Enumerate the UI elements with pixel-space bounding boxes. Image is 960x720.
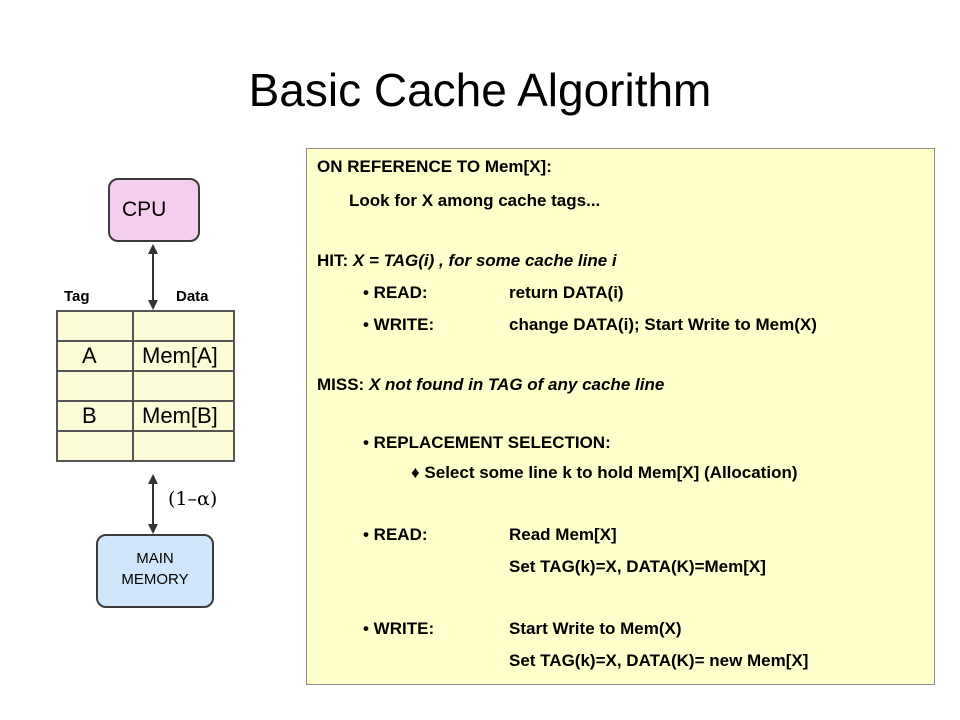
- slide-title: Basic Cache Algorithm: [248, 64, 712, 116]
- cache-data-cell: [132, 370, 235, 402]
- replacement-line: • REPLACEMENT SELECTION:: [363, 433, 611, 452]
- cache-row: B Mem[B]: [56, 400, 235, 432]
- cache-data-cell: [132, 430, 235, 462]
- miss-prefix: MISS:: [317, 375, 365, 394]
- hit-read-action: return DATA(i): [509, 283, 624, 302]
- miss-write-action2: Set TAG(k)=X, DATA(K)= new Mem[X]: [509, 651, 809, 670]
- miss-read-action1: Read Mem[X]: [509, 525, 617, 544]
- cpu-label: CPU: [122, 198, 167, 221]
- cache-tag-cell: [56, 310, 134, 342]
- hit-write-action: change DATA(i); Start Write to Mem(X): [509, 315, 817, 334]
- main-memory-box: MAIN MEMORY: [96, 534, 214, 608]
- miss-write-label: • WRITE:: [363, 619, 435, 638]
- cache-tag-cell: B: [56, 400, 134, 432]
- hit-read-label: • READ:: [363, 283, 428, 302]
- miss-read-action2: Set TAG(k)=X, DATA(K)=Mem[X]: [509, 557, 766, 576]
- cache-row: [56, 310, 235, 342]
- cache-data-cell: [132, 310, 235, 342]
- cache-row: A Mem[A]: [56, 340, 235, 372]
- main-memory-label-line2: MEMORY: [121, 571, 189, 588]
- tag-column-header: Tag: [64, 288, 90, 305]
- cache-tag-cell: [56, 430, 134, 462]
- cache-tag-cell: [56, 370, 134, 402]
- data-column-header: Data: [176, 288, 209, 305]
- main-memory-label-line1: MAIN: [136, 550, 174, 567]
- miss-write-action1: Start Write to Mem(X): [509, 619, 682, 638]
- hit-prefix: HIT:: [317, 251, 349, 270]
- hit-write-label: • WRITE:: [363, 315, 435, 334]
- cache-table: A Mem[A] B Mem[B]: [56, 310, 235, 462]
- cache-diagram: CPU Tag Data A Mem[A] B Mem[B]: [40, 170, 280, 620]
- miss-line: MISS: X not found in TAG of any cache li…: [317, 375, 664, 395]
- hit-condition: X = TAG(i) , for some cache line i: [352, 251, 617, 270]
- miss-rate-label: (1–α): [168, 488, 218, 510]
- cache-data-cell: Mem[B]: [132, 400, 235, 432]
- main-memory-label: MAIN MEMORY: [98, 548, 212, 590]
- cache-data-cell: Mem[A]: [132, 340, 235, 372]
- select-line: ♦ Select some line k to hold Mem[X] (All…: [411, 463, 798, 482]
- look-for-line: Look for X among cache tags...: [349, 191, 601, 210]
- miss-read-label: • READ:: [363, 525, 428, 544]
- hit-line: HIT: X = TAG(i) , for some cache line i: [317, 251, 617, 271]
- cache-tag-cell: A: [56, 340, 134, 372]
- algorithm-panel: ON REFERENCE TO Mem[X]: Look for X among…: [306, 148, 935, 685]
- cache-row: [56, 430, 235, 462]
- on-reference-line: ON REFERENCE TO Mem[X]:: [317, 157, 552, 176]
- miss-condition: X not found in TAG of any cache line: [368, 375, 665, 394]
- cache-row: [56, 370, 235, 402]
- cpu-cache-arrow: [148, 244, 158, 534]
- cpu-box: CPU: [108, 178, 200, 242]
